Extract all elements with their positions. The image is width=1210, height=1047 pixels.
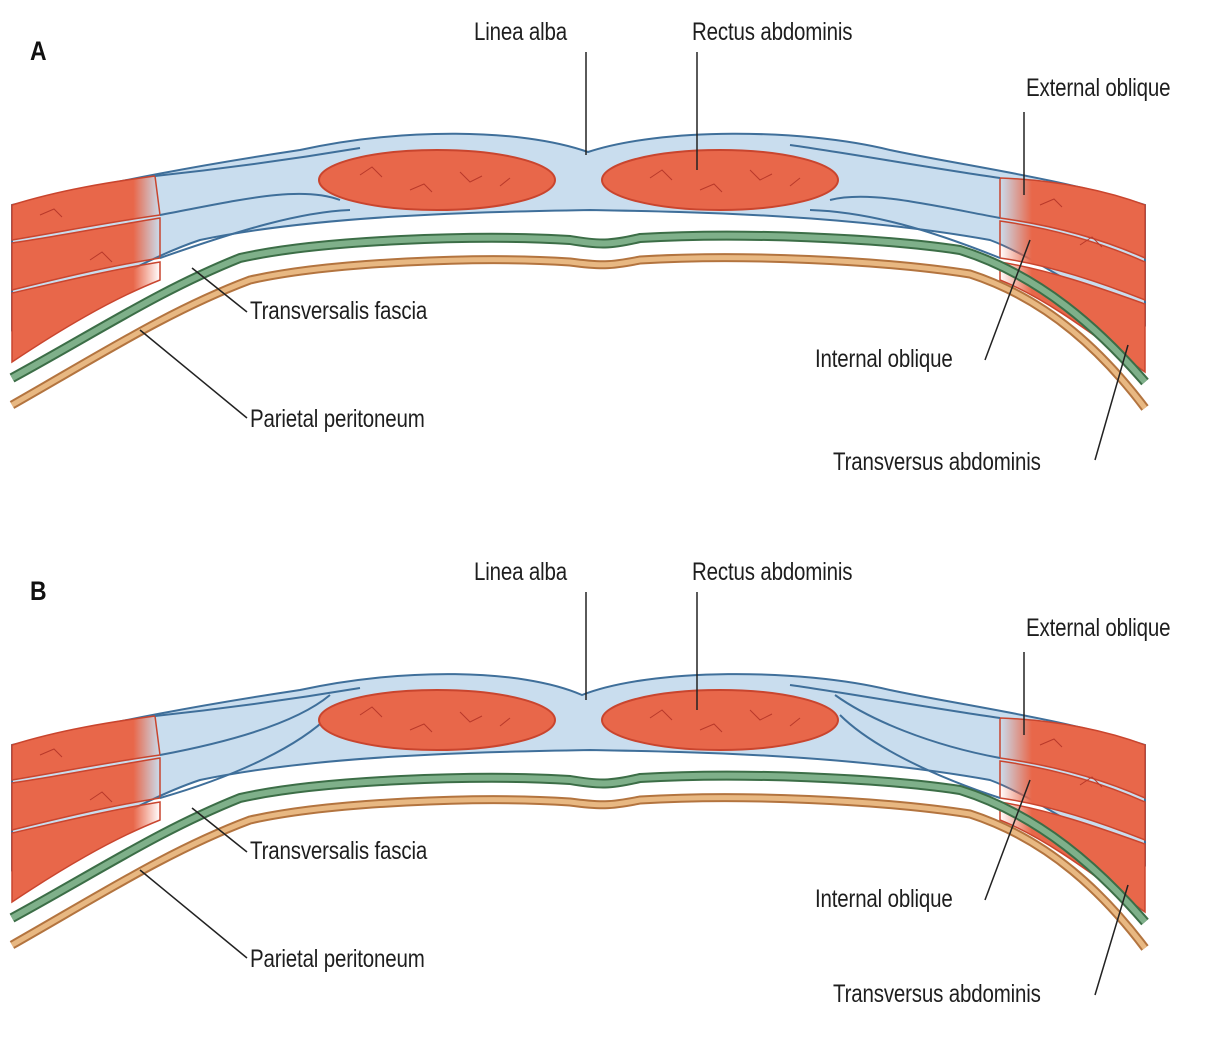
left-rectus-abdominis	[319, 150, 555, 210]
rectus-abdominis-label: Rectus abdominis	[692, 558, 852, 587]
internal-oblique-label: Internal oblique	[815, 345, 953, 374]
right-rectus-abdominis	[602, 690, 838, 750]
parietal-peritoneum-label: Parietal peritoneum	[250, 945, 425, 974]
rectus-abdominis-label: Rectus abdominis	[692, 18, 852, 47]
panel-b: B Linea alba Rectus abdominis External o…	[0, 540, 1210, 1047]
panel-letter: B	[30, 576, 47, 607]
panel-a: A Linea alba Rectus abdominis External o…	[0, 0, 1210, 507]
internal-oblique-label: Internal oblique	[815, 885, 953, 914]
transversalis-fascia-label: Transversalis fascia	[250, 297, 427, 326]
parietal-peritoneum-leader	[140, 870, 247, 958]
transversus-abdominis-label: Transversus abdominis	[833, 980, 1041, 1009]
aponeurosis-sheath	[12, 674, 1145, 870]
external-oblique-label: External oblique	[1026, 614, 1170, 643]
parietal-peritoneum-label: Parietal peritoneum	[250, 405, 425, 434]
left-rectus-abdominis	[319, 690, 555, 750]
panel-letter: A	[30, 36, 47, 67]
transversus-abdominis-label: Transversus abdominis	[833, 448, 1041, 477]
linea-alba-label: Linea alba	[474, 558, 567, 587]
transversalis-fascia-label: Transversalis fascia	[250, 837, 427, 866]
parietal-peritoneum-leader	[140, 330, 247, 418]
linea-alba-label: Linea alba	[474, 18, 567, 47]
right-rectus-abdominis	[602, 150, 838, 210]
aponeurosis-sheath	[12, 134, 1145, 330]
external-oblique-label: External oblique	[1026, 74, 1170, 103]
